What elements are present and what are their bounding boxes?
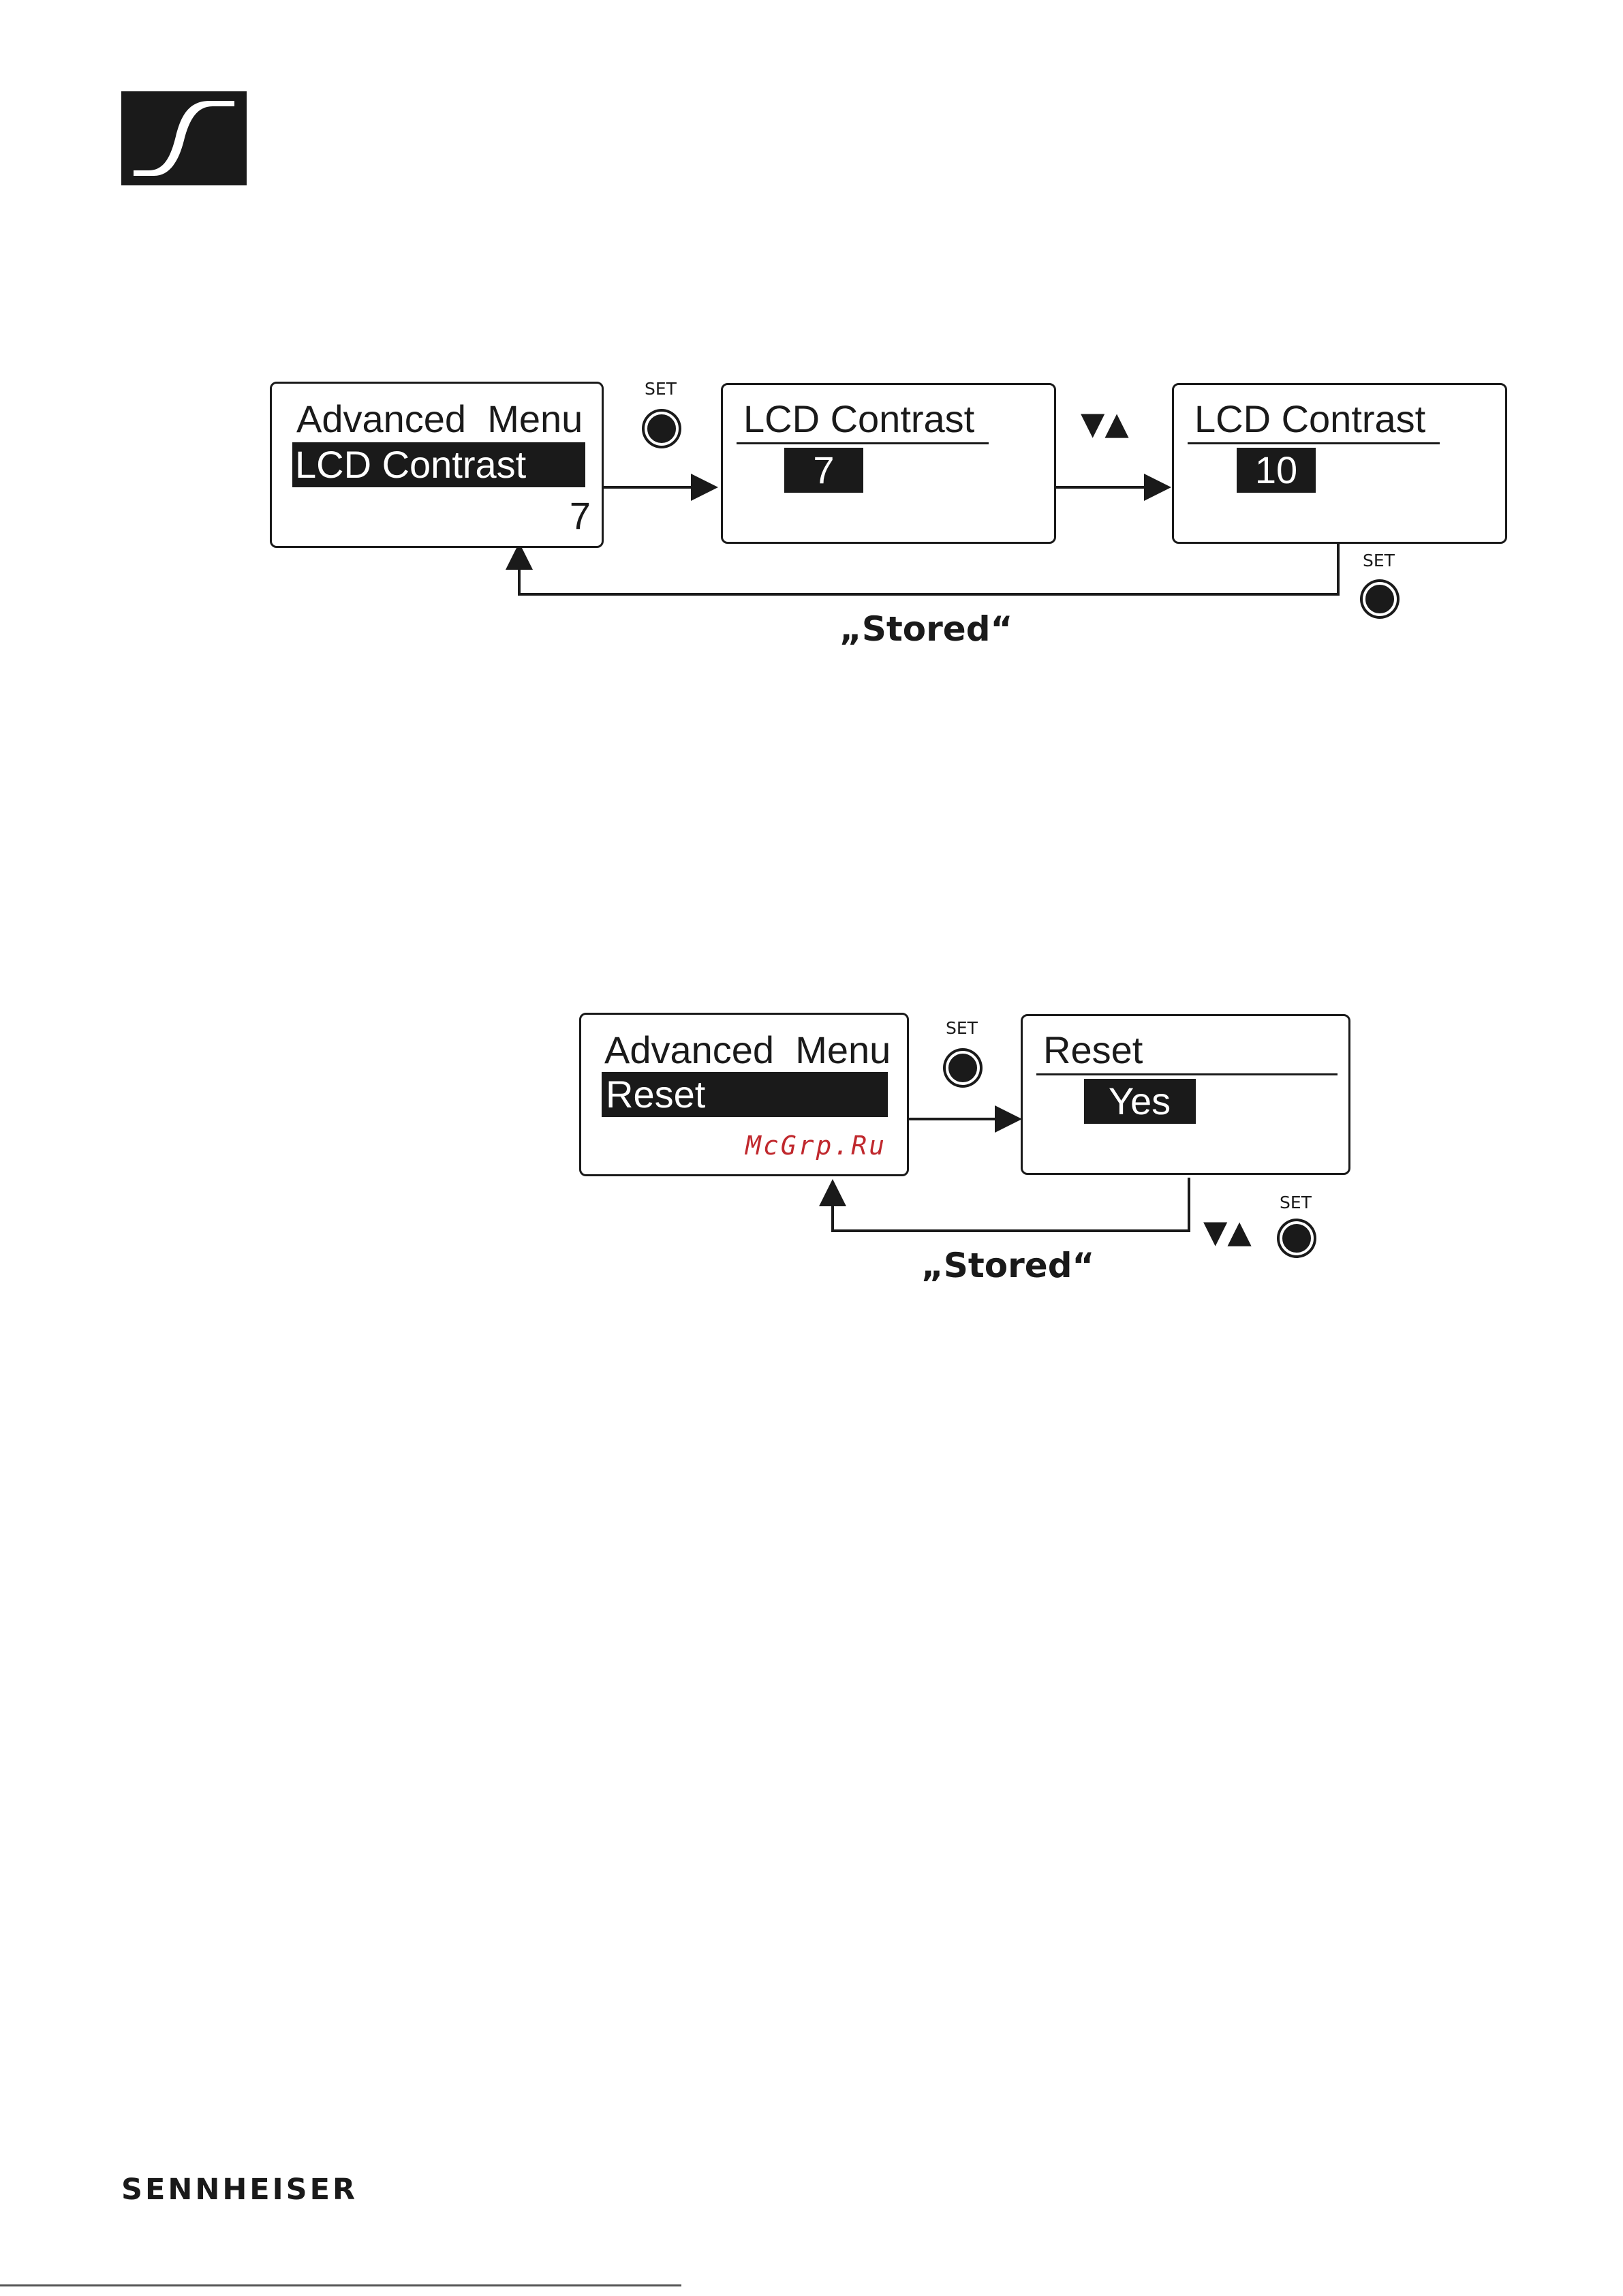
title-underline — [1036, 1073, 1338, 1075]
lcd-screen-lcd-contrast-new: LCD Contrast 10 — [1172, 383, 1507, 544]
footer-rule — [0, 2284, 681, 2286]
lcd-screen-lcd-contrast: LCD Contrast 7 — [721, 383, 1056, 544]
set-button[interactable] — [645, 412, 679, 446]
lcd-screen-reset: Reset Yes — [1021, 1014, 1350, 1175]
current-value: 7 — [570, 497, 591, 535]
contrast-value: 10 — [1237, 448, 1316, 493]
set-button[interactable] — [1363, 582, 1397, 616]
up-down-arrows-icon: ▼▲ — [1081, 405, 1129, 442]
screen-title: LCD Contrast — [1194, 400, 1425, 438]
set-label: SET — [1280, 1193, 1312, 1212]
title-underline — [1188, 442, 1440, 444]
set-label: SET — [645, 379, 677, 399]
screen-title: Reset — [1043, 1031, 1143, 1069]
selected-menu-item: LCD Contrast — [292, 442, 585, 487]
screen-title: Advanced Menu — [296, 400, 583, 438]
watermark: McGrp.Ru — [745, 1131, 886, 1161]
screen-title: LCD Contrast — [743, 400, 974, 438]
set-button[interactable] — [946, 1051, 980, 1085]
up-down-arrows-icon: ▼▲ — [1203, 1213, 1252, 1250]
set-label: SET — [1363, 551, 1395, 570]
reset-confirm-value: Yes — [1084, 1079, 1196, 1124]
sennheiser-wordmark: SENNHEISER — [121, 2173, 358, 2207]
contrast-value: 7 — [784, 448, 863, 493]
selected-menu-item: Reset — [602, 1072, 888, 1117]
set-label: SET — [946, 1018, 978, 1038]
screen-title: Advanced Menu — [604, 1031, 891, 1069]
lcd-screen-advanced-menu: Advanced Menu LCD Contrast 7 — [270, 382, 604, 548]
stored-caption: „Stored“ — [921, 1246, 1094, 1285]
set-button[interactable] — [1280, 1221, 1314, 1255]
title-underline — [737, 442, 989, 444]
stored-caption: „Stored“ — [839, 609, 1013, 649]
lcd-screen-advanced-menu-reset: Advanced Menu Reset McGrp.Ru — [579, 1013, 909, 1176]
